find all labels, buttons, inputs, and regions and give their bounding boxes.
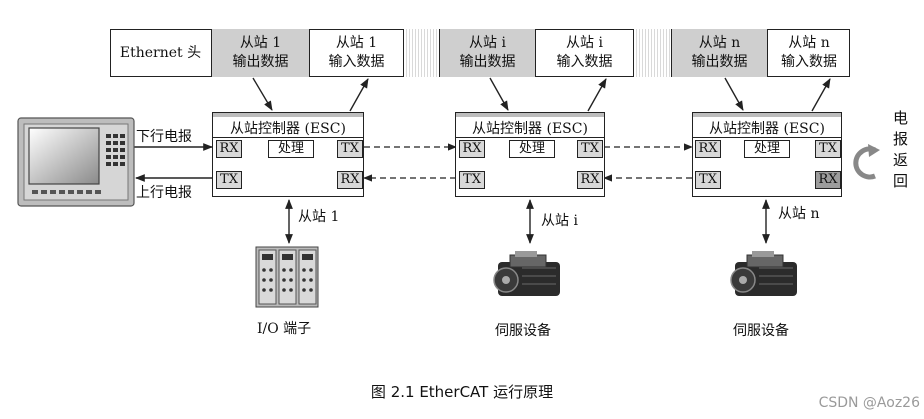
arrow-slaven-input	[811, 78, 831, 112]
servo-motor-icon-n	[730, 251, 797, 296]
process-block: 处理	[509, 140, 555, 158]
tx-back-port: TX	[695, 171, 721, 189]
arrow-slavei-output	[489, 77, 509, 111]
esc-slave-n: 从站控制器 (ESC) RX 处理 TX TX RX	[692, 112, 842, 197]
master-pc-icon	[17, 117, 135, 207]
watermark: CSDN @Aoz26	[818, 395, 920, 411]
downlink-label: 下行电报	[136, 129, 192, 145]
figure-caption: 图 2.1 EtherCAT 运行原理	[370, 383, 554, 401]
arrow-slavei-input	[587, 78, 607, 112]
rx-back-port: RX	[815, 171, 841, 189]
rx-port: RX	[459, 140, 485, 158]
arrow-slaven-output	[724, 77, 744, 111]
uplink-label: 上行电报	[136, 185, 192, 201]
esc-title: 从站控制器 (ESC)	[709, 121, 825, 137]
frame-gap-2	[634, 29, 672, 77]
esc-title: 从站控制器 (ESC)	[230, 121, 346, 137]
esc-slave-1: 从站控制器 (ESC) RX 处理 TX TX RX	[212, 112, 364, 197]
arrow-slave1-output	[252, 77, 273, 111]
tx-back-port: TX	[216, 171, 242, 189]
servo-motor-icon-i	[493, 251, 560, 296]
device-label-i: 伺服设备	[495, 323, 551, 339]
rx-back-port: RX	[337, 171, 363, 189]
tx-port: TX	[577, 140, 603, 158]
device-label-1: I/O 端子	[257, 321, 312, 337]
station-label-i: 从站 i	[541, 213, 578, 229]
rx-port: RX	[216, 140, 242, 158]
arrow-slave1-input	[349, 78, 369, 112]
tx-port: TX	[337, 140, 363, 158]
rx-back-port: RX	[577, 171, 603, 189]
io-terminal-icon	[255, 246, 319, 308]
return-loop-icon	[853, 146, 876, 180]
return-label: 电 报 返 回	[893, 109, 909, 190]
esc-slave-i: 从站控制器 (ESC) RX 处理 TX TX RX	[455, 112, 605, 197]
frame-header: Ethernet 头	[110, 29, 212, 77]
esc-title: 从站控制器 (ESC)	[472, 121, 588, 137]
station-label-1: 从站 1	[298, 209, 340, 225]
rx-port: RX	[695, 140, 721, 158]
tx-port: TX	[815, 140, 841, 158]
process-block: 处理	[744, 140, 790, 158]
process-block: 处理	[268, 140, 314, 158]
station-label-n: 从站 n	[778, 206, 820, 222]
frame-gap-1	[404, 29, 440, 77]
tx-back-port: TX	[459, 171, 485, 189]
device-label-n: 伺服设备	[733, 323, 789, 339]
